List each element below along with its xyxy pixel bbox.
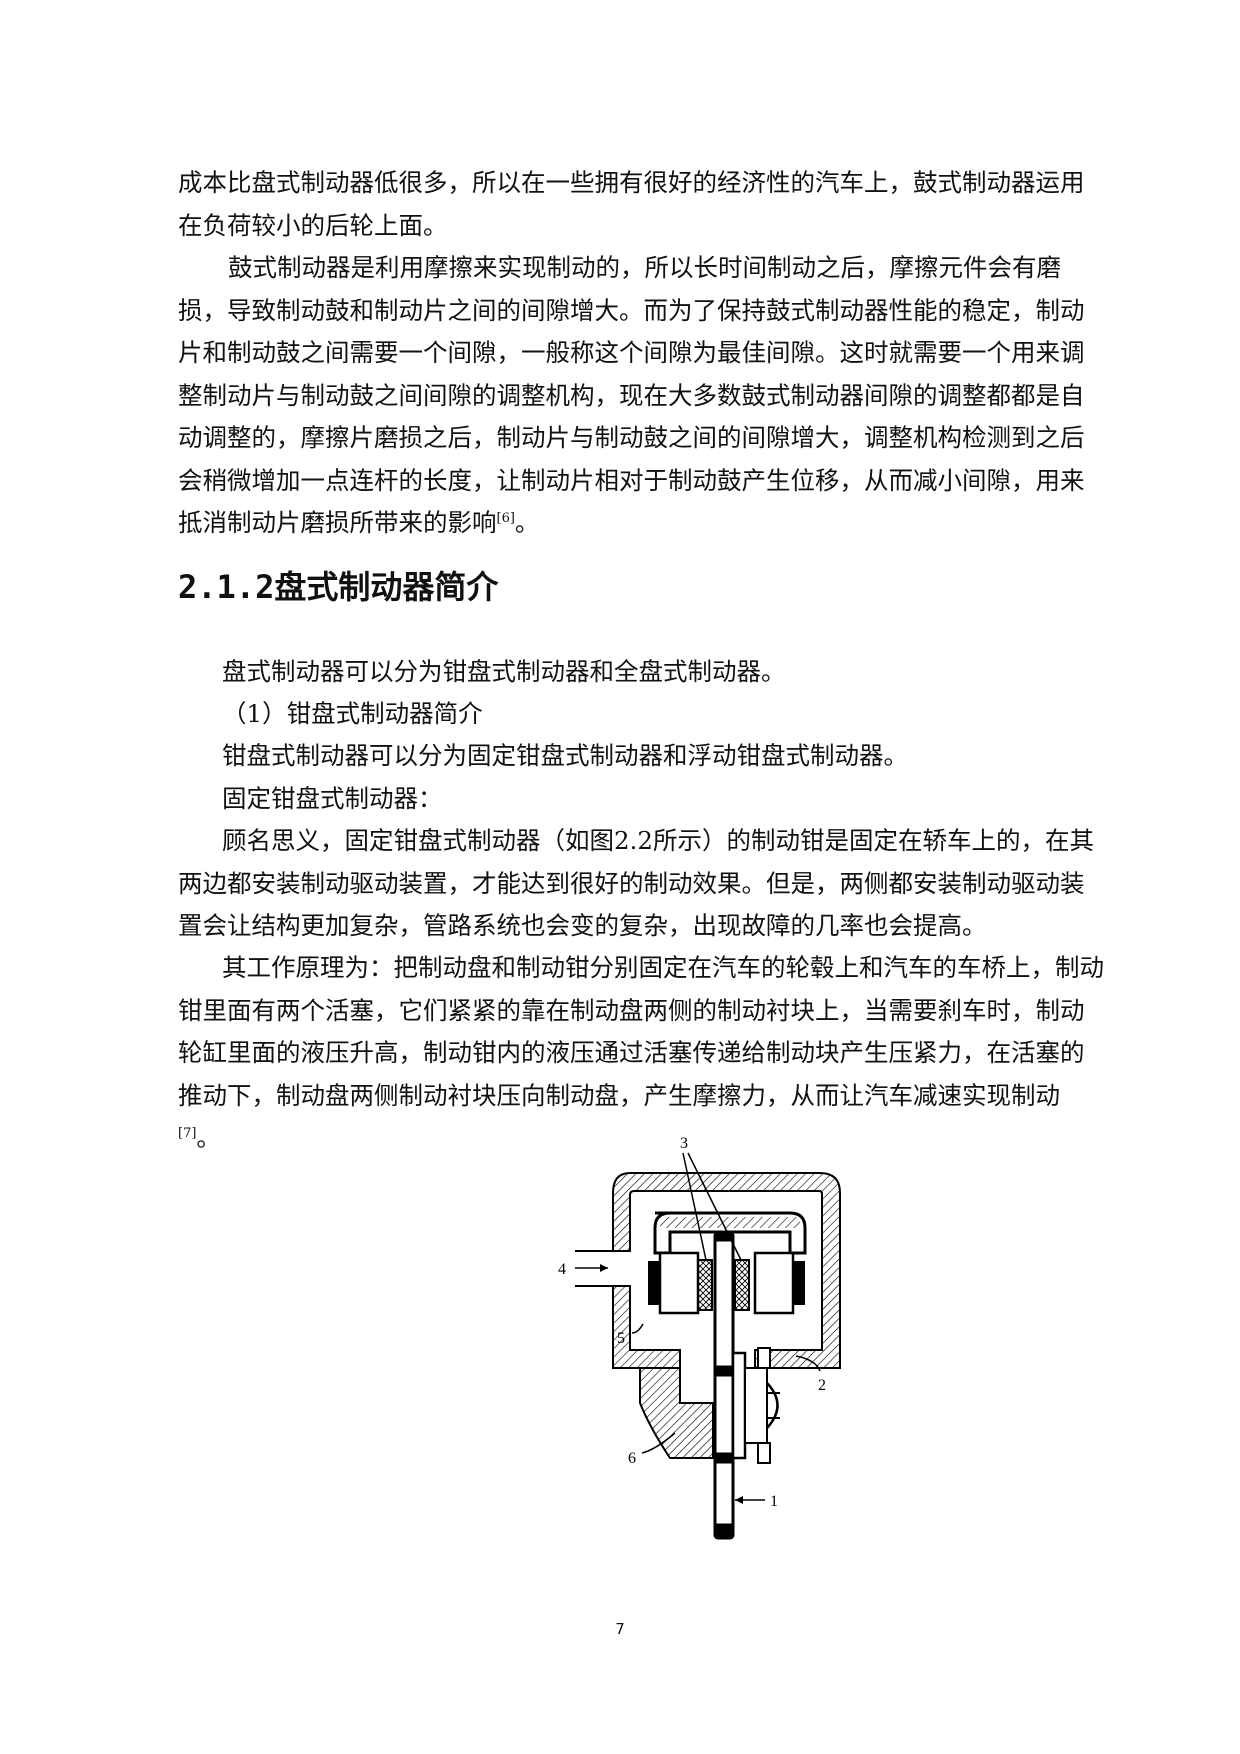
text-line: 鼓式制动器是利用摩擦来实现制动的，所以长时间制动之后，摩擦元件会有磨 xyxy=(228,253,1061,282)
text-line: 钳盘式制动器可以分为固定钳盘式制动器和浮动钳盘式制动器。 xyxy=(222,741,908,770)
citation: [7] xyxy=(178,1126,197,1141)
paragraph-caliper-types: 钳盘式制动器可以分为固定钳盘式制动器和浮动钳盘式制动器。 xyxy=(222,735,1166,778)
text-line: 损，导致制动鼓和制动片之间的间隙增大。而为了保持鼓式制动器性能的稳定，制动 xyxy=(178,295,1085,325)
figure-label: 5 xyxy=(617,1330,625,1347)
figure-label: 3 xyxy=(680,1135,688,1152)
text-line: 片和制动鼓之间需要一个间隙，一般称这个间隙为最佳间隙。这时就需要一个用来调 xyxy=(178,338,1085,367)
figure-label: 4 xyxy=(558,1261,566,1278)
text-line: 顾名思义，固定钳盘式制动器（如图2.2所示）的制动钳是固定在轿车上的，在其 xyxy=(222,826,1094,855)
section-title: 盘式制动器简介 xyxy=(274,568,499,606)
text-line: 两边都安装制动驱动装置，才能达到很好的制动效果。但是，两侧都安装制动驱动装 xyxy=(178,868,1085,898)
text-line: 推动下，制动盘两侧制动衬块压向制动盘，产生摩擦力，从而让汽车减速实现制动 xyxy=(178,1080,1060,1110)
text-line-last: 抵消制动片磨损所带来的影响[6]。 xyxy=(178,502,1122,545)
caliper-housing-lower xyxy=(612,1285,681,1369)
page-number: 7 xyxy=(615,1620,625,1638)
paragraph-fixed-caliper: 顾名思义，固定钳盘式制动器（如图2.2所示）的制动钳是固定在轿车上的，在其 两边… xyxy=(178,820,1122,948)
text-line: 钳里面有两个活塞，它们紧紧的靠在制动盘两侧的制动衬块上，当需要刹车时，制动 xyxy=(178,995,1085,1025)
pad-left xyxy=(697,1259,713,1311)
paragraph-working-principle: 其工作原理为：把制动盘和制动钳分别固定在汽车的轮毂上和汽车的车桥上，制动 钳里面… xyxy=(178,947,1122,1160)
paragraph-disc-types: 盘式制动器可以分为钳盘式制动器和全盘式制动器。 xyxy=(222,651,1166,694)
figure-label: 2 xyxy=(818,1377,826,1394)
caliper-housing xyxy=(612,1172,841,1369)
disc-brake-figure: 3 4 5 2 6 1 xyxy=(558,1135,841,1540)
text-segment: 。 xyxy=(514,508,540,537)
text-line: 盘式制动器可以分为钳盘式制动器和全盘式制动器。 xyxy=(222,657,786,686)
text-segment: 抵消制动片磨损所带来的影响 xyxy=(178,508,497,537)
text-line: 动调整的，摩擦片磨损之后，制动片与制动鼓之间的间隙增大，调整机构检测到之后 xyxy=(178,423,1085,452)
text-line: 会稍微增加一点连杆的长度，让制动片相对于制动鼓产生位移，从而减小间隙，用来 xyxy=(178,465,1085,495)
pad-right xyxy=(734,1259,750,1311)
piston-right xyxy=(753,1251,795,1315)
paragraph-continuation: 成本比盘式制动器低很多，所以在一些拥有很好的经济性的汽车上，鼓式制动器运用 在负… xyxy=(178,162,1122,247)
axle-bracket xyxy=(639,1367,714,1459)
text-segment: 。 xyxy=(196,1123,221,1152)
piston-left xyxy=(658,1251,700,1315)
text-line: 成本比盘式制动器低很多，所以在一些拥有很好的经济性的汽车上，鼓式制动器运用 xyxy=(178,168,1085,197)
text-line: 整制动片与制动鼓之间间隙的调整机构，现在大多数鼓式制动器间隙的调整都都是自 xyxy=(178,380,1085,410)
text-line: 轮缸里面的液压升高，制动钳内的液压通过活塞传递给制动块产生压紧力，在活塞的 xyxy=(178,1038,1085,1067)
paragraph-fixed-caliper-label: 固定钳盘式制动器： xyxy=(222,778,1166,821)
brake-disc xyxy=(713,1231,735,1540)
figure-label: 1 xyxy=(770,1493,778,1510)
paragraph-subheading: （1）钳盘式制动器简介 xyxy=(222,693,1166,736)
figure-label: 6 xyxy=(628,1450,636,1467)
text-line: （1）钳盘式制动器简介 xyxy=(222,699,483,728)
text-line: 置会让结构更加复杂，管路系统也会变的复杂，出现故障的几率也会提高。 xyxy=(178,911,987,940)
text-line-last: [7]。 xyxy=(178,1117,1122,1160)
paragraph-drum-brake-wear: 鼓式制动器是利用摩擦来实现制动的，所以长时间制动之后，摩擦元件会有磨 损，导致制… xyxy=(178,247,1122,545)
section-heading: 2.1.2盘式制动器简介 xyxy=(178,562,498,608)
text-line: 固定钳盘式制动器： xyxy=(222,784,443,813)
inner-passage-fill xyxy=(660,1217,800,1228)
text-line: 在负荷较小的后轮上面。 xyxy=(178,210,448,240)
hub-flange xyxy=(731,1351,747,1460)
citation: [6] xyxy=(496,511,515,526)
section-number: 2.1.2 xyxy=(178,568,275,606)
text-line: 其工作原理为：把制动盘和制动钳分别固定在汽车的轮毂上和汽车的车桥上，制动 xyxy=(222,953,1104,982)
